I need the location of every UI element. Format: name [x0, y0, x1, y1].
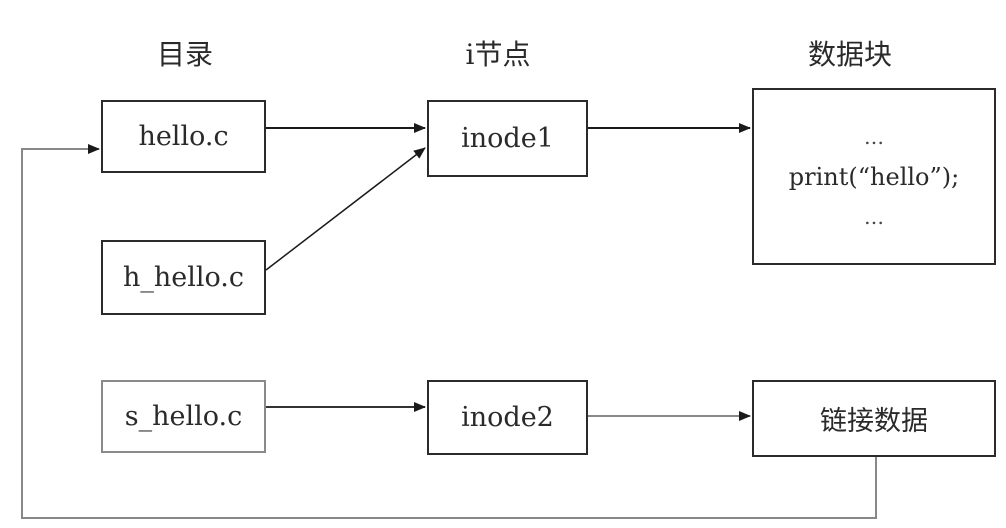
- data-block-box: … print(“hello”); …: [752, 88, 996, 265]
- inode-box-1: inode1: [427, 100, 588, 177]
- inode-box-2: inode2: [427, 380, 588, 455]
- link-data-box: 链接数据: [752, 380, 996, 457]
- arrow-linkdata-to-hello: [21, 144, 877, 519]
- inode-label: inode2: [461, 402, 554, 433]
- datablock-header: 数据块: [807, 38, 892, 71]
- directory-entry-label: hello.c: [138, 121, 229, 152]
- data-block-line-1: …: [864, 124, 884, 149]
- data-block-line-3: …: [864, 204, 884, 229]
- directory-entry-s-hello: s_hello.c: [101, 380, 266, 453]
- data-block-line-2: print(“hello”);: [788, 162, 960, 191]
- arrow-h-hello-to-inode1: [265, 147, 426, 271]
- inode-label: inode1: [461, 123, 554, 154]
- link-data-label: 链接数据: [820, 406, 928, 437]
- directory-header: 目录: [156, 38, 213, 71]
- directory-entry-label: h_hello.c: [122, 262, 244, 293]
- inode-header: i节点: [465, 38, 531, 71]
- directory-entry-label: s_hello.c: [124, 401, 243, 432]
- directory-entry-hello: hello.c: [101, 100, 266, 173]
- directory-entry-h-hello: h_hello.c: [101, 240, 266, 315]
